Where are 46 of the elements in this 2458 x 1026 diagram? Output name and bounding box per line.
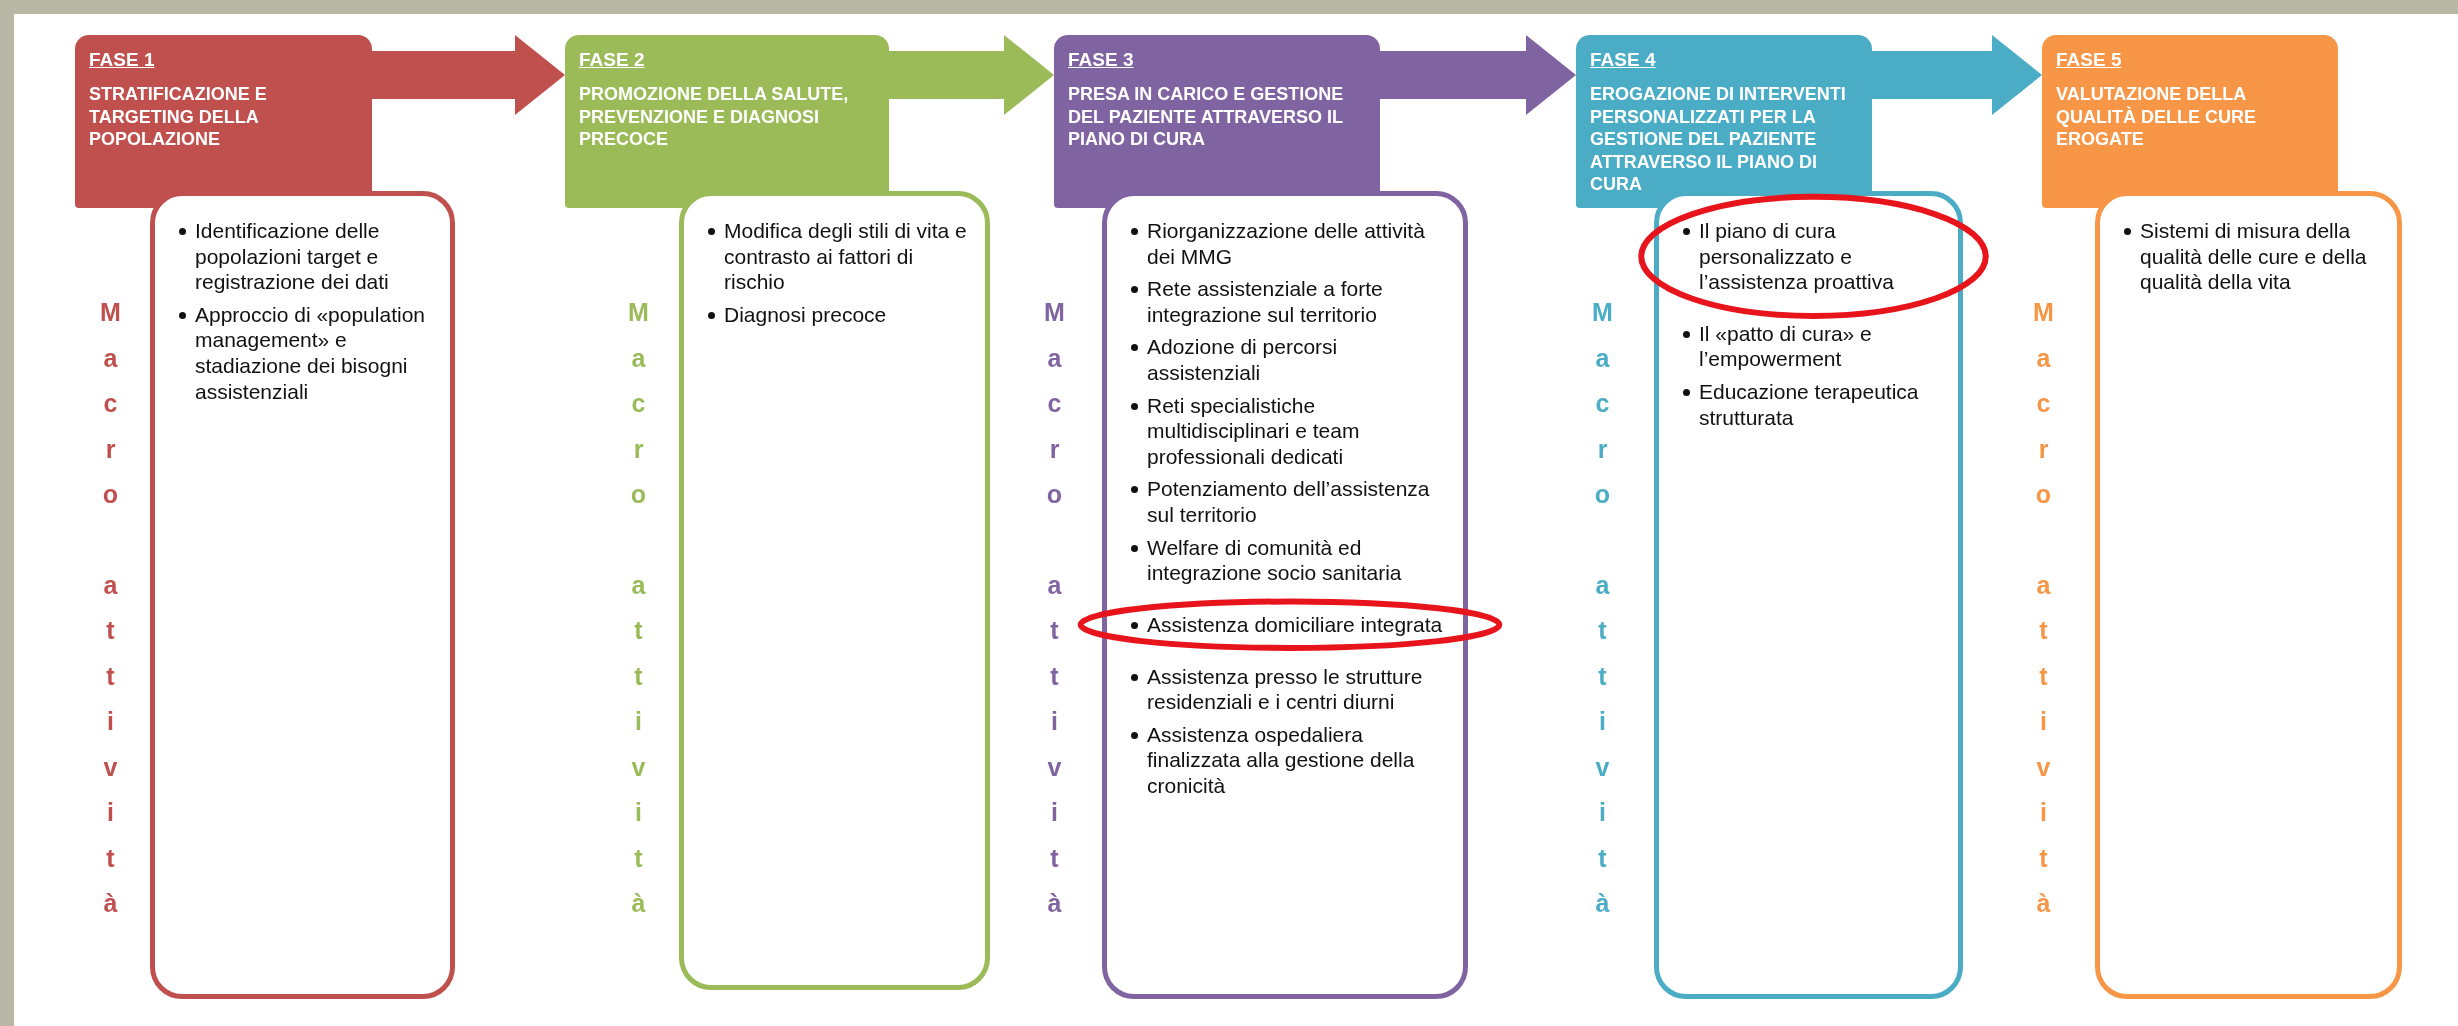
phase-number: FASE 2 [579,49,645,71]
phase-number: FASE 4 [1590,49,1656,71]
bullet-item: Assistenza presso le strutture residenziali e i centri diurni [1147,664,1423,714]
bullet-item: Potenziamento dell’assistenza sul territorio [1147,477,1430,527]
vertical-label: Macro attività [627,297,650,919]
phase-header-box [1576,35,1872,208]
phase-title: STRATIFICAZIONE E TARGETING DELLA POPOLAZIONE [89,83,268,151]
bullet-item: Assistenza domiciliare integrata [1147,612,1443,636]
phase-header-box [565,35,889,208]
vertical-label: Macro attività [1591,297,1614,919]
bullet-item: Diagnosi precoce [724,302,887,326]
bullet-item: Rete assistenziale a forte integrazione sul territorio [1147,277,1383,326]
vertical-label: Macro attività [99,297,122,919]
bullet-item: Approccio di «population management» e stadiazione dei bisogni assistenziali [195,302,425,403]
bullet-item: Identificazione delle popolazioni target e registrazione dei dati [195,219,389,294]
bullet-item: Assistenza ospedaliera finalizzata alla gestione della cronicità [1147,722,1415,797]
bullet-item: Welfare di comunità ed integrazione socio sanitaria [1147,535,1402,585]
bullet-item: Reti specialistiche multidisciplinari e team professionali dedicati [1147,393,1360,468]
phase-title: PRESA IN CARICO E GESTIONE DEL PAZIENTE ATTRAVERSO IL PIANO DI CURA [1068,83,1345,151]
phase-number: FASE 5 [2056,49,2122,71]
vertical-label: Macro attività [2032,297,2055,919]
phase-header-box [75,35,372,208]
phase-number: FASE 1 [89,49,155,71]
phase-title: EROGAZIONE DI INTERVENTI PERSONALIZZATI PER LA GESTIONE DEL PAZIENTE ATTRAVERSO IL PIANO DI CURA [1590,83,1847,196]
block-arrow [1380,35,1576,115]
activity-box [1102,191,1468,999]
bullet-item: Il piano di cura personalizzato e l’assistenza proattiva [1699,219,1894,294]
bullet-item: Educazione terapeutica strutturata [1699,380,1919,429]
phase-header-box [1054,35,1380,208]
phase-header-box [2042,35,2338,208]
phase-title: PROMOZIONE DELLA SALUTE, PREVENZIONE E DIAGNOSI PRECOCE [579,83,850,151]
bullet-item: Adozione di percorsi assistenziali [1147,335,1338,385]
phase-number: FASE 3 [1068,49,1134,71]
block-arrow [889,35,1054,115]
bullet-item: Sistemi di misura della qualità delle cure e della qualità della vita [2140,219,2367,294]
block-arrow [1872,35,2042,115]
activity-box [679,191,990,990]
activity-box [1654,191,1963,999]
vertical-label: Macro attività [1043,297,1066,919]
phase-title: VALUTAZIONE DELLA QUALITÀ DELLE CURE EROGATE [2056,83,2257,151]
bullet-item: Il «patto di cura» e l’empowerment [1699,321,1872,371]
block-arrow [372,35,565,115]
activity-box [2095,191,2402,999]
bullet-item: Riorganizzazione delle attività dei MMG [1147,219,1425,268]
activity-box [150,191,455,999]
bullet-item: Modifica degli stili di vita e contrasto ai fattori di rischio [724,219,967,294]
